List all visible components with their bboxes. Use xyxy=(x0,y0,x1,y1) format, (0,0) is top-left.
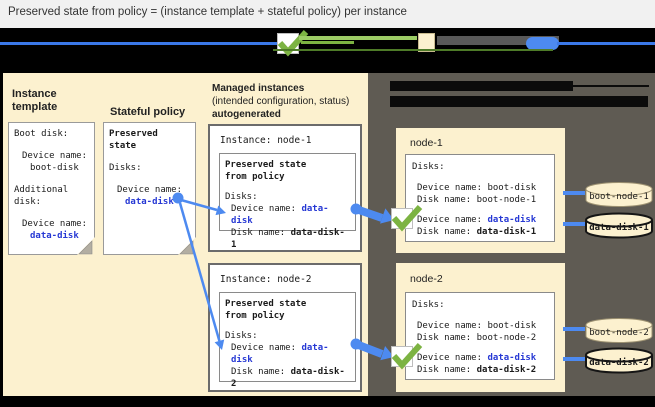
applied-checkmark-icon-node-1 xyxy=(391,204,423,232)
disks-label: Disks: xyxy=(412,162,445,172)
instance-title: Instance: node-1 xyxy=(220,135,312,146)
redacted-text-bar xyxy=(390,81,573,91)
device-name-label: Device name: xyxy=(22,151,88,161)
legend-blue-oval xyxy=(526,37,559,50)
boot-device-line: Device name: boot-disk xyxy=(417,320,537,331)
managed-instances-header: Managed instances (intended configuratio… xyxy=(212,82,349,121)
node-label: node-2 xyxy=(410,273,443,285)
legend-green-arrow-shaft xyxy=(301,41,354,44)
redacted-text-line xyxy=(573,85,649,87)
preserved-state-heading: Preserved state xyxy=(109,129,158,151)
redacted-text-bar xyxy=(390,96,648,107)
device-name-line: Device name: data-disk xyxy=(231,343,329,365)
preserved-from-policy-heading: Preserved state from policy xyxy=(225,299,307,321)
instance-box-node-1: Instance: node-1 Preserved state from po… xyxy=(208,124,362,252)
device-name-label: Device name: xyxy=(117,185,183,195)
disks-box-node-2: Disks: Device name: boot-disk Disk name:… xyxy=(405,292,555,380)
data-disk-line: Disk name: data-disk-1 xyxy=(417,227,537,237)
node-label: node-1 xyxy=(410,137,443,149)
disk-name-line: Disk name: data-disk-2 xyxy=(231,367,345,389)
instance-template-label: Instance template xyxy=(12,88,58,113)
disk-cylinder-data-disk-2: data-disk-2 xyxy=(584,347,654,375)
disk-cylinder-boot-node-2: boot-node-2 xyxy=(584,317,654,345)
applied-checkmark-icon-node-2 xyxy=(391,342,423,370)
legend-blue-line-left xyxy=(0,42,277,45)
instance-template-doc: Boot disk: Device name: boot-disk Additi… xyxy=(8,122,95,255)
stateful-policy-doc: Preserved state Disks: Device name: data… xyxy=(103,122,196,255)
data-device-line: Device name: data-disk xyxy=(417,352,537,363)
managed-header-line3: autogenerated xyxy=(212,109,281,120)
managed-header-line2: (intended configuration, status) xyxy=(212,96,350,107)
page-fold-icon xyxy=(178,237,196,255)
disk-cylinder-boot-node-1: boot-node-1 xyxy=(584,181,654,209)
additional-disk-heading: Additional disk: xyxy=(14,185,69,207)
legend-cream-swatch xyxy=(418,33,435,52)
disks-label: Disks: xyxy=(412,300,445,310)
data-device-line: Device name: data-disk xyxy=(417,214,537,225)
disk-name-value: data-disk-2 xyxy=(231,367,345,389)
managed-header-line1: Managed instances xyxy=(212,83,305,94)
preserved-state-box-node-2: Preserved state from policy Disks: Devic… xyxy=(219,292,356,389)
data-disk-value: data-disk xyxy=(231,343,329,365)
page-fold-icon xyxy=(77,237,95,255)
disk-name-value: data-disk-1 xyxy=(231,228,345,250)
stateful-policy-label: Stateful policy xyxy=(110,106,186,118)
device-name-label: Device name: xyxy=(22,219,88,229)
legend-green-underline xyxy=(273,49,553,51)
page-title: Preserved state from policy = (instance … xyxy=(8,6,407,18)
boot-disk-value: boot-disk xyxy=(30,163,79,173)
disks-label: Disks: xyxy=(225,192,258,202)
instance-box-node-2: Instance: node-2 Preserved state from po… xyxy=(208,263,362,392)
data-disk-value: data-disk xyxy=(30,231,79,241)
boot-disk-line: Disk name: boot-node-1 xyxy=(417,195,537,205)
disk-name-line: Disk name: data-disk-1 xyxy=(231,228,345,250)
data-disk-value: data-disk xyxy=(125,197,174,207)
boot-device-line: Device name: boot-disk xyxy=(417,182,537,193)
boot-disk-line: Disk name: boot-node-2 xyxy=(417,333,537,343)
boot-disk-heading: Boot disk: xyxy=(14,129,69,139)
preserved-state-box-node-1: Preserved state from policy Disks: Devic… xyxy=(219,153,356,250)
disks-label: Disks: xyxy=(225,331,258,341)
legend-band xyxy=(0,28,655,73)
bottom-band xyxy=(0,396,655,407)
title-bar: Preserved state from policy = (instance … xyxy=(0,0,655,28)
legend-blue-line-right xyxy=(557,42,655,45)
disks-box-node-1: Disks: Device name: boot-disk Disk name:… xyxy=(405,154,555,242)
vm-box-node-1: node-1 Disks: Device name: boot-disk Dis… xyxy=(396,128,565,253)
disks-label: Disks: xyxy=(109,163,142,173)
data-disk-line: Disk name: data-disk-2 xyxy=(417,365,537,375)
disk-cylinder-data-disk-1: data-disk-1 xyxy=(584,212,654,240)
legend-gray-bar xyxy=(437,36,559,45)
device-name-line: Device name: data-disk xyxy=(231,204,329,226)
legend-green-arrow xyxy=(299,36,417,40)
data-disk-value: data-disk xyxy=(231,204,329,226)
instance-title: Instance: node-2 xyxy=(220,274,312,285)
preserved-from-policy-heading: Preserved state from policy xyxy=(225,160,307,182)
vm-box-node-2: node-2 Disks: Device name: boot-disk Dis… xyxy=(396,263,565,392)
